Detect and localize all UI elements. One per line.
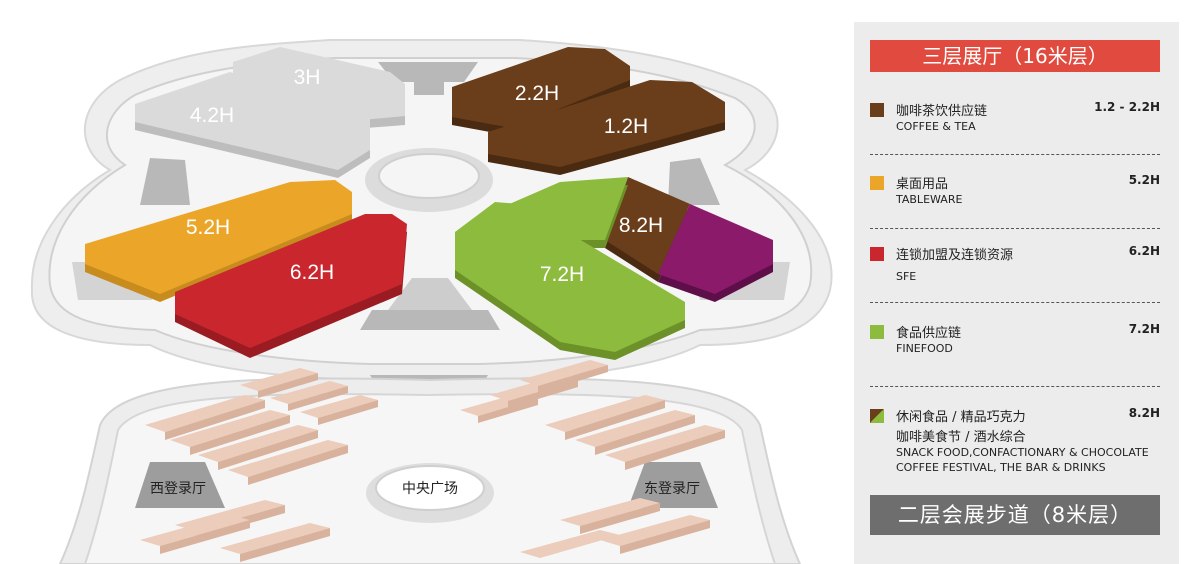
legend-entry-tableware[interactable]: 桌面用品 TABLEWARE 5.2H — [870, 173, 1160, 213]
divider — [870, 228, 1160, 229]
legend-entry-en: COFFEE & TEA — [896, 120, 976, 133]
legend-entry-en-2: COFFEE FESTIVAL, THE BAR & DRINKS — [896, 461, 1106, 474]
legend-entry-snack[interactable]: 休闲食品 / 精品巧克力 咖啡美食节 / 酒水综合 SNACK FOOD,CON… — [870, 406, 1160, 476]
divider — [870, 386, 1160, 387]
divider — [870, 302, 1160, 303]
legend-entry-hall: 1.2 - 2.2H — [1094, 100, 1160, 114]
legend-entry-en: SNACK FOOD,CONFACTIONARY & CHOCOLATE — [896, 446, 1149, 459]
legend-entry-en: TABLEWARE — [896, 193, 963, 206]
hall-label-2-2h: 2.2H — [515, 82, 559, 105]
legend-footer: 二层会展步道（8米层） — [870, 495, 1160, 535]
legend-entry-zh: 连锁加盟及连锁资源 — [896, 248, 1014, 263]
legend-entry-hall: 5.2H — [1128, 173, 1160, 187]
legend-swatch — [870, 103, 884, 117]
hall-3h[interactable]: 3H — [233, 47, 405, 130]
walkway-stalls — [140, 360, 725, 562]
legend-swatch — [870, 247, 884, 261]
legend-entry-zh: 休闲食品 / 精品巧克力 — [896, 410, 1026, 425]
east-hall-label: 东登录厅 — [644, 481, 700, 497]
hall-label-5-2h: 5.2H — [186, 216, 230, 239]
west-hall-label: 西登录厅 — [150, 481, 206, 497]
hall-label-6-2h: 6.2H — [290, 261, 334, 284]
legend-entry-zh-2: 咖啡美食节 / 酒水综合 — [896, 430, 1026, 445]
hall-6-2h[interactable]: 6.2H — [175, 214, 407, 358]
hall-1-2h[interactable]: 1.2H — [488, 80, 725, 175]
legend-entry-zh: 食品供应链 — [896, 326, 962, 341]
hall-label-3h: 3H — [294, 66, 321, 89]
hall-label-8-2h: 8.2H — [619, 214, 663, 237]
legend-entry-hall: 8.2H — [1128, 406, 1160, 420]
hall-label-1-2h: 1.2H — [604, 115, 648, 138]
legend-entry-coffee-tea[interactable]: 咖啡茶饮供应链 COFFEE & TEA 1.2 - 2.2H — [870, 100, 1160, 140]
upper-platform — [30, 39, 833, 381]
hall-2-2h[interactable]: 2.2H — [452, 47, 630, 136]
legend-entry-en: SFE — [896, 270, 917, 283]
legend-swatch — [870, 409, 884, 423]
hall-4-2h[interactable]: 4.2H — [135, 72, 370, 178]
legend-entry-finefood[interactable]: 食品供应链 FINEFOOD 7.2H — [870, 322, 1160, 362]
legend-entry-zh: 桌面用品 — [896, 177, 949, 192]
hall-label-7-2h: 7.2H — [540, 263, 584, 286]
central-plaza-label: 中央广场 — [402, 481, 458, 497]
hall-7-2h[interactable]: 7.2H — [455, 177, 685, 360]
legend-swatch — [870, 325, 884, 339]
legend-entry-hall: 6.2H — [1128, 244, 1160, 258]
hall-label-4-2h: 4.2H — [190, 104, 234, 127]
legend-swatch — [870, 176, 884, 190]
legend-entry-hall: 7.2H — [1128, 322, 1160, 336]
legend-entry-en: FINEFOOD — [896, 342, 953, 355]
hall-5-2h[interactable]: 5.2H — [85, 180, 352, 302]
legend-entry-sfe[interactable]: 连锁加盟及连锁资源 SFE 6.2H — [870, 244, 1160, 288]
divider — [870, 154, 1160, 155]
hall-8-2h[interactable]: 8.2H — [605, 177, 773, 302]
venue-floor-map: 3H 4.2H 2.2H 1.2H 5.2H 6.2H 8.2H 7.2H — [30, 39, 833, 564]
legend-panel: 三层展厅（16米层） 咖啡茶饮供应链 COFFEE & TEA 1.2 - 2.… — [854, 22, 1179, 564]
legend-entry-zh: 咖啡茶饮供应链 — [896, 104, 988, 119]
legend-title: 三层展厅（16米层） — [870, 40, 1160, 72]
